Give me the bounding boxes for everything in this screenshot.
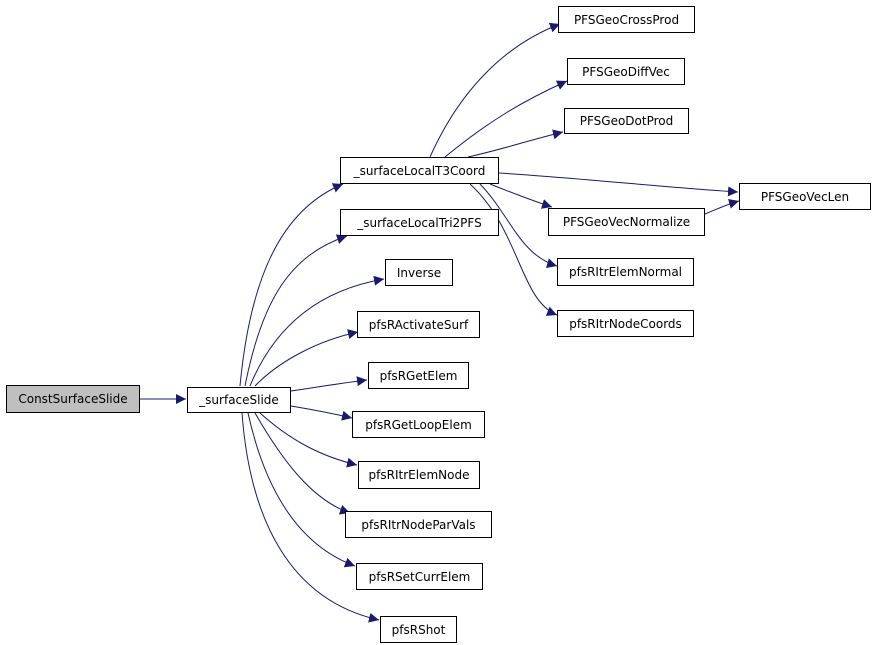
- node-pfs-r-itr-elem-normal[interactable]: pfsRItrElemNormal: [557, 258, 694, 286]
- edge-surfaceLocalT3Coord-to-pfsRItrElemNormal: [479, 183, 558, 268]
- edge-surfaceSlide-to-surfaceLocalTri2PFS: [244, 234, 348, 387]
- node-const-surface-slide[interactable]: ConstSurfaceSlide: [6, 385, 140, 413]
- node-pfs-r-set-curr-elem[interactable]: pfsRSetCurrElem: [356, 563, 483, 590]
- edge-surfaceSlide-to-pfsRActivateSurf: [254, 329, 359, 387]
- node-pfs-r-get-loop-elem[interactable]: pfsRGetLoopElem: [352, 411, 485, 438]
- edge-pfsGeoVecNormalize-to-pfsGeoVecLen: [704, 198, 740, 215]
- node-pfs-r-get-elem[interactable]: pfsRGetElem: [368, 362, 469, 389]
- node-pfs-geo-vec-len[interactable]: PFSGeoVecLen: [739, 183, 871, 210]
- node-pfs-geo-dot-prod[interactable]: PFSGeoDotProd: [564, 108, 689, 134]
- edge-surfaceLocalT3Coord-to-pfsGeoVecNormalize: [489, 183, 553, 209]
- node-pfs-r-activate-surf[interactable]: pfsRActivateSurf: [357, 311, 480, 338]
- edge-surfaceSlide-to-pfsRGetLoopElem: [290, 405, 353, 421]
- node-pfs-r-shot[interactable]: pfsRShot: [380, 616, 457, 643]
- node-inverse[interactable]: Inverse: [385, 259, 453, 286]
- node-pfs-geo-cross-prod[interactable]: PFSGeoCrossProd: [558, 6, 695, 33]
- edge-surfaceLocalT3Coord-to-pfsGeoDotProd: [467, 129, 564, 158]
- node-pfs-r-itr-node-coords[interactable]: pfsRItrNodeCoords: [557, 310, 694, 337]
- edge-surfaceSlide-to-pfsRItrElemNode: [259, 412, 358, 468]
- node-pfs-r-itr-elem-node[interactable]: pfsRItrElemNode: [358, 461, 480, 489]
- node-pfs-geo-vec-normalize[interactable]: PFSGeoVecNormalize: [548, 208, 705, 236]
- edge-surfaceSlide-to-inverse: [249, 275, 385, 387]
- edge-surfaceLocalT3Coord-to-pfsRItrNodeCoords: [469, 183, 558, 316]
- node-pfs-r-itr-node-par-vals[interactable]: pfsRItrNodeParVals: [345, 511, 492, 538]
- node-surface-slide[interactable]: _surfaceSlide: [187, 387, 291, 413]
- edge-surfaceSlide-to-pfsRItrNodeParVals: [254, 412, 351, 515]
- edge-surfaceLocalT3Coord-to-pfsGeoDiffVec: [444, 80, 568, 158]
- node-surface-local-t3-coord[interactable]: _surfaceLocalT3Coord: [340, 157, 499, 184]
- edge-surfaceSlide-to-pfsRShot: [241, 412, 380, 623]
- node-pfs-geo-diff-vec[interactable]: PFSGeoDiffVec: [567, 58, 685, 85]
- edge-surfaceLocalT3Coord-to-pfsGeoCrossProd: [429, 22, 561, 158]
- edge-surfaceSlide-to-pfsRGetElem: [290, 376, 368, 392]
- edge-surfaceSlide-to-surfaceLocalT3Coord: [239, 183, 344, 387]
- edge-surfaceSlide-to-pfsRSetCurrElem: [247, 412, 356, 568]
- node-surface-local-tri2pfs[interactable]: _surfaceLocalTri2PFS: [340, 209, 499, 236]
- edge-surfaceLocalT3Coord-to-pfsGeoVecLen: [498, 172, 739, 197]
